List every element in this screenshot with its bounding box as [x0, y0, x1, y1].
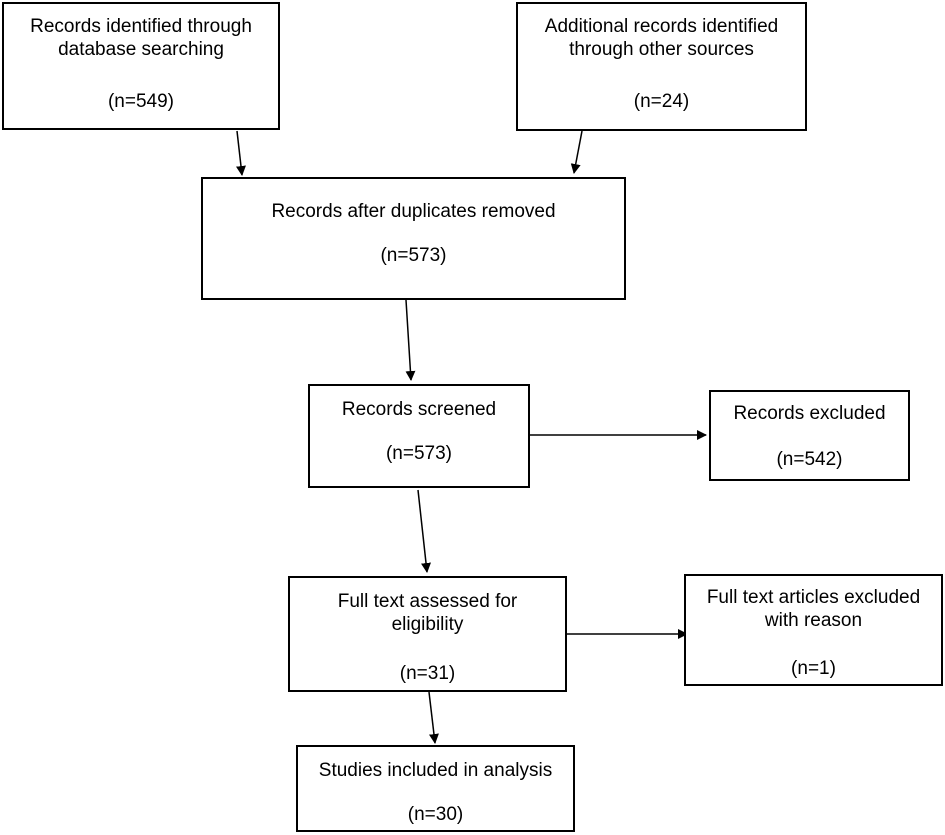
records-database-title: Records identified through database sear… — [30, 16, 252, 60]
arrow-screened-to-fulltext — [417, 489, 431, 573]
full-text-excluded-count: (n=1) — [791, 658, 836, 679]
records-other-sources-title: Additional records identified through ot… — [544, 16, 779, 60]
records-screened-box: Records screened (n=573) — [308, 384, 530, 488]
records-other-sources-count: (n=24) — [633, 91, 690, 112]
records-screened-count: (n=573) — [385, 443, 453, 464]
arrow-fulltext-to-included — [428, 691, 439, 744]
records-deduplicated-box: Records after duplicates removed (n=573) — [201, 177, 626, 300]
records-screened-title: Records screened — [341, 399, 497, 420]
records-database-box: Records identified through database sear… — [2, 2, 280, 130]
full-text-assessed-box: Full text assessed for eligibility (n=31… — [288, 576, 567, 692]
arrow-dedup-to-screened — [405, 299, 416, 381]
records-excluded-count: (n=542) — [776, 449, 843, 470]
arrow-other-to-dedup — [570, 130, 583, 174]
records-database-count: (n=549) — [107, 91, 175, 112]
full-text-assessed-title: Full text assessed for eligibility — [337, 591, 518, 635]
records-other-sources-box: Additional records identified through ot… — [516, 2, 807, 131]
studies-included-count: (n=30) — [407, 804, 464, 825]
full-text-assessed-count: (n=31) — [399, 663, 456, 684]
arrow-database-to-dedup — [236, 130, 246, 176]
records-deduplicated-title: Records after duplicates removed — [271, 201, 556, 222]
studies-included-box: Studies included in analysis (n=30) — [296, 745, 575, 832]
records-excluded-title: Records excluded — [733, 403, 886, 424]
records-excluded-box: Records excluded (n=542) — [709, 390, 910, 481]
records-deduplicated-count: (n=573) — [380, 245, 447, 266]
full-text-excluded-box: Full text articles excluded with reason … — [684, 574, 943, 686]
studies-included-title: Studies included in analysis — [318, 760, 553, 781]
full-text-excluded-title: Full text articles excluded with reason — [706, 587, 921, 631]
